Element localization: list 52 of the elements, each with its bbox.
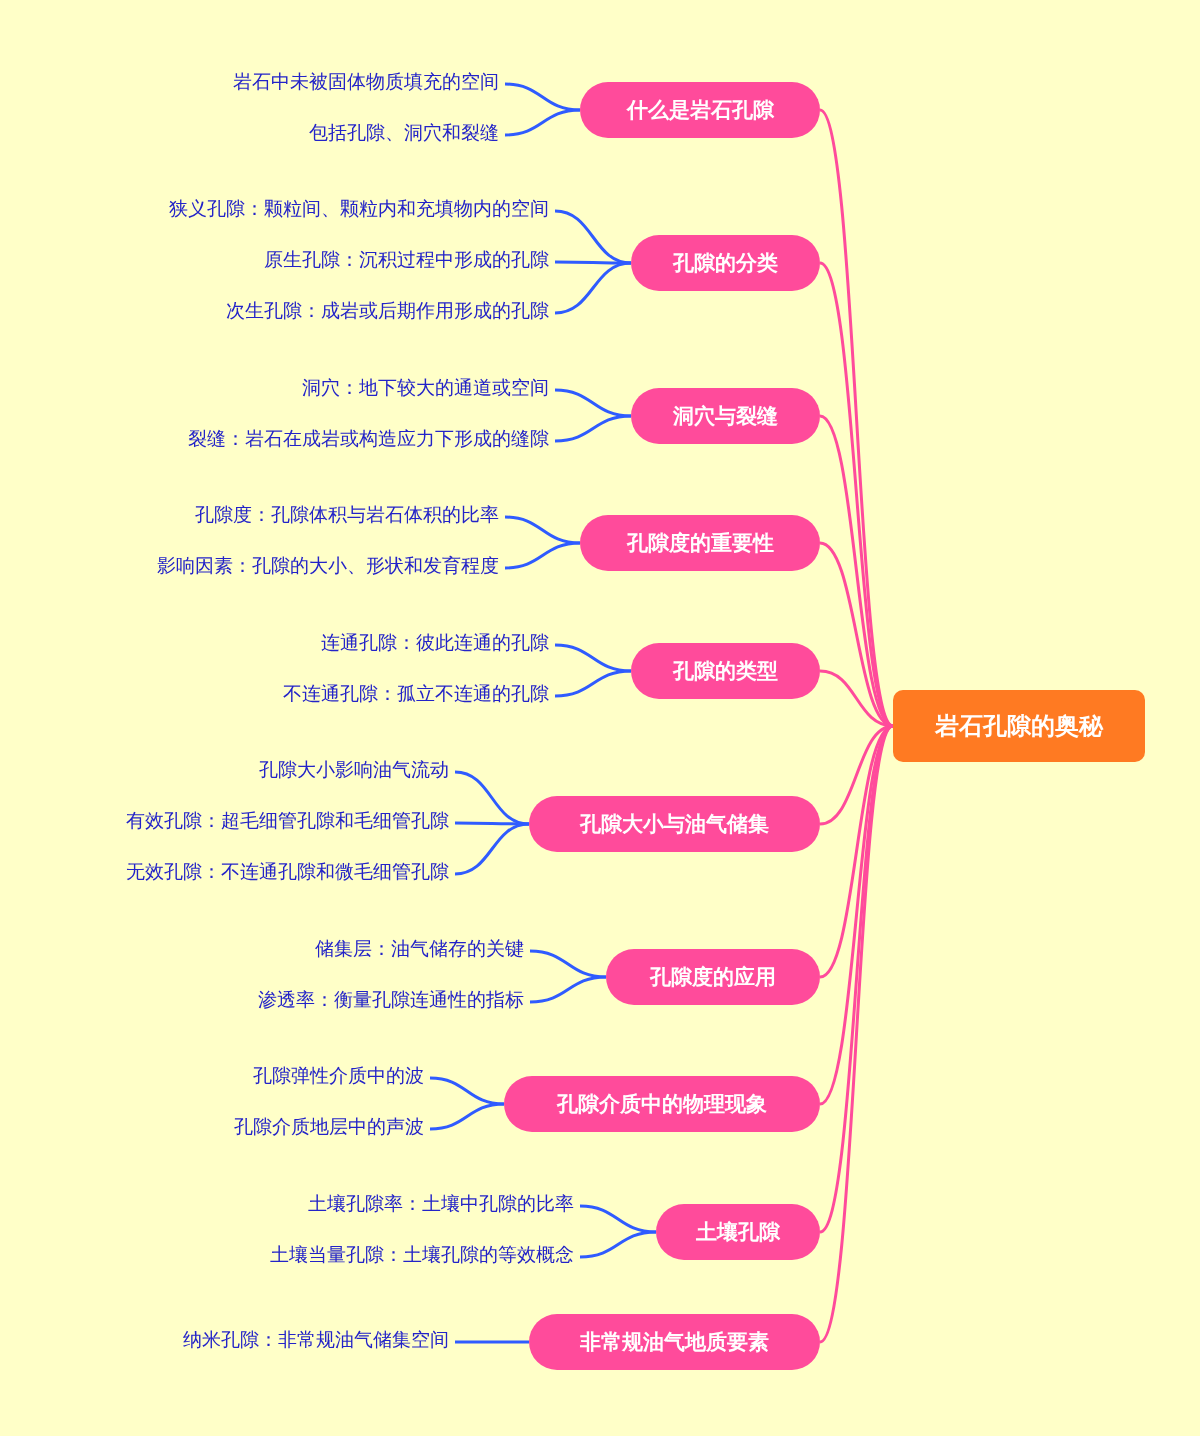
leaf-topic-text: 孔隙弹性介质中的波 xyxy=(253,1061,430,1091)
branch-topic-pill: 洞穴与裂缝 xyxy=(631,388,820,444)
connector-line xyxy=(455,821,529,826)
leaf-topic-text: 裂缝：岩石在成岩或构造应力下形成的缝隙 xyxy=(188,424,555,454)
leaf-topic-text: 储集层：油气储存的关键 xyxy=(315,934,530,964)
connector-line xyxy=(554,261,632,315)
connector-line xyxy=(429,1076,505,1106)
leaf-topic-text: 土壤当量孔隙：土壤孔隙的等效概念 xyxy=(270,1240,580,1270)
leaf-topic-text: 狭义孔隙：颗粒间、颗粒内和充填物内的空间 xyxy=(169,194,555,224)
branch-topic-pill: 孔隙的分类 xyxy=(631,235,820,291)
branch-topic-pill: 孔隙介质中的物理现象 xyxy=(504,1076,820,1132)
leaf-topic-text: 土壤孔隙率：土壤中孔隙的比率 xyxy=(308,1189,580,1219)
leaf-topic-text: 有效孔隙：超毛细管孔隙和毛细管孔隙 xyxy=(126,806,455,836)
root-topic-box: 岩石孔隙的奥秘 xyxy=(893,690,1145,762)
leaf-topic-text: 不连通孔隙：孤立不连通的孔隙 xyxy=(283,679,555,709)
connector-line xyxy=(529,975,607,1004)
branch-topic-pill: 孔隙度的应用 xyxy=(606,949,820,1005)
connector-line xyxy=(429,1102,505,1131)
connector-line xyxy=(554,643,632,673)
connector-line xyxy=(454,822,530,876)
connector-line xyxy=(455,1340,529,1344)
leaf-topic-text: 连通孔隙：彼此连通的孔隙 xyxy=(321,628,555,658)
branch-topic-pill: 孔隙大小与油气储集 xyxy=(529,796,820,852)
leaf-topic-text: 影响因素：孔隙的大小、形状和发育程度 xyxy=(157,551,505,581)
branch-topic-pill: 孔隙度的重要性 xyxy=(580,515,820,571)
connector-line xyxy=(579,1204,657,1234)
connector-line xyxy=(818,725,895,1343)
branch-topic-pill: 孔隙的类型 xyxy=(631,643,820,699)
branch-topic-pill: 非常规油气地质要素 xyxy=(529,1314,820,1370)
connector-line xyxy=(555,260,631,265)
connector-line xyxy=(529,949,607,979)
leaf-topic-text: 洞穴：地下较大的通道或空间 xyxy=(302,373,555,403)
leaf-topic-text: 纳米孔隙：非常规油气储集空间 xyxy=(183,1325,455,1355)
leaf-topic-text: 次生孔隙：成岩或后期作用形成的孔隙 xyxy=(226,296,555,326)
leaf-topic-text: 包括孔隙、洞穴和裂缝 xyxy=(309,118,505,148)
connector-line xyxy=(504,515,581,545)
connector-line xyxy=(554,669,632,698)
connector-line xyxy=(504,541,581,570)
connector-line xyxy=(554,388,632,418)
leaf-topic-text: 孔隙大小影响油气流动 xyxy=(259,755,455,785)
leaf-topic-text: 孔隙介质地层中的声波 xyxy=(234,1112,430,1142)
branch-topic-pill: 什么是岩石孔隙 xyxy=(580,82,820,138)
leaf-topic-text: 孔隙度：孔隙体积与岩石体积的比率 xyxy=(195,500,505,530)
leaf-topic-text: 原生孔隙：沉积过程中形成的孔隙 xyxy=(264,245,555,275)
connector-line xyxy=(504,82,581,112)
branch-topic-pill: 土壤孔隙 xyxy=(656,1204,820,1260)
connector-line xyxy=(554,414,632,443)
connector-line xyxy=(504,108,581,137)
leaf-topic-text: 渗透率：衡量孔隙连通性的指标 xyxy=(258,985,530,1015)
connector-line xyxy=(579,1230,657,1259)
leaf-topic-text: 岩石中未被固体物质填充的空间 xyxy=(233,67,505,97)
leaf-topic-text: 无效孔隙：不连通孔隙和微毛细管孔隙 xyxy=(126,857,455,887)
